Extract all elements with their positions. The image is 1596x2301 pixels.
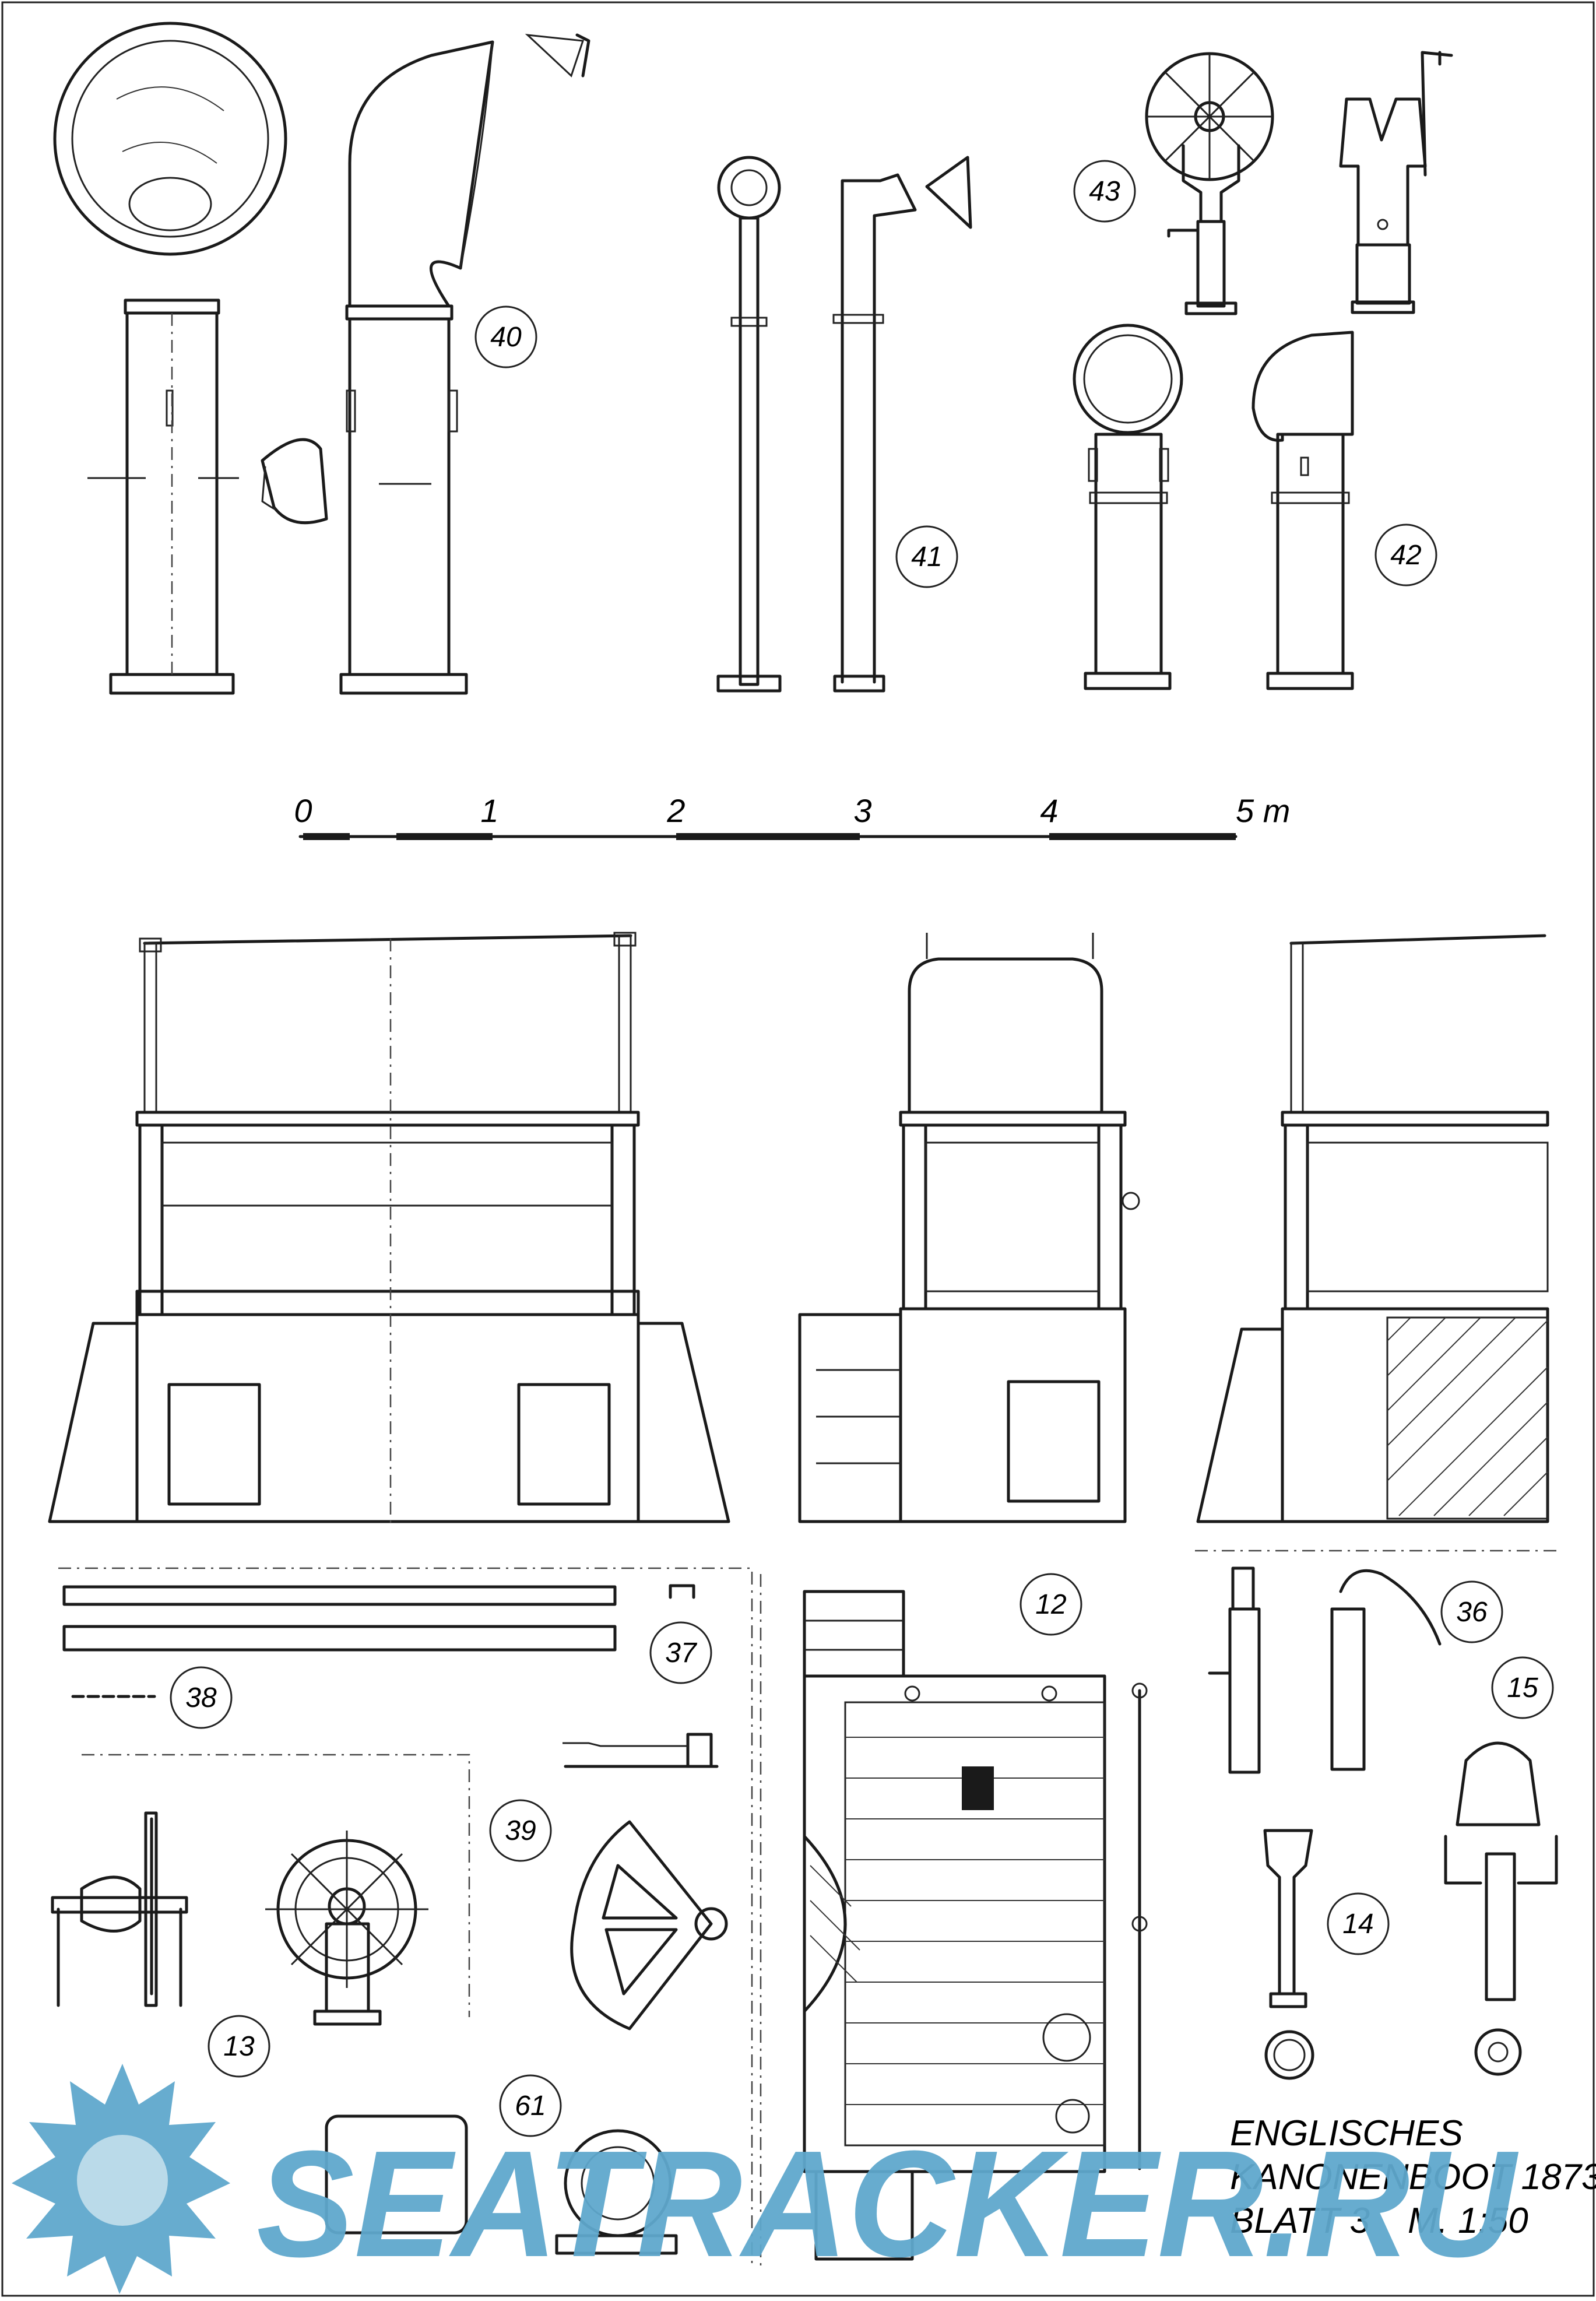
watermark-text: SEATRACKER.RU bbox=[256, 2120, 1520, 2289]
watermark: SEATRACKER.RU bbox=[12, 2064, 1520, 2294]
part-circle-37 bbox=[649, 1621, 712, 1684]
title-line-3-scale: M. 1:50 bbox=[1408, 2201, 1528, 2241]
ventilator-40-side bbox=[339, 33, 590, 695]
bridge-deck-plan-12 bbox=[803, 1590, 1148, 2261]
ventilator-42 bbox=[1073, 324, 1354, 690]
part-number-61: 61 bbox=[515, 2091, 546, 2121]
part-number-41: 41 bbox=[911, 542, 942, 572]
bridge-front-elevation bbox=[48, 932, 730, 1527]
quadrant-39 bbox=[570, 1820, 728, 2030]
part-circle-61 bbox=[499, 2074, 562, 2137]
title-line-2: KANONENBOOT 1873 bbox=[1230, 2157, 1596, 2197]
scale-bar: 0 1 2 3 4 5 m bbox=[294, 792, 1290, 840]
part-circle-15 bbox=[1491, 1656, 1554, 1719]
part-circle-13 bbox=[208, 2015, 270, 2078]
part-number-13: 13 bbox=[223, 2031, 255, 2062]
compass-stand-14 bbox=[1263, 1829, 1314, 2080]
bridge-side-elevation bbox=[798, 933, 1140, 1523]
part-number-42: 42 bbox=[1390, 540, 1421, 571]
part-circle-41 bbox=[895, 525, 958, 588]
part-circle-12 bbox=[1020, 1573, 1082, 1636]
steering-wheel bbox=[265, 1831, 428, 2026]
part-circle-43 bbox=[1073, 160, 1136, 223]
part-number-15: 15 bbox=[1507, 1673, 1538, 1703]
scale-tick-1: 1 bbox=[480, 792, 498, 829]
lever-detail bbox=[563, 1733, 719, 1768]
part-circle-40 bbox=[474, 305, 537, 368]
part-circle-38 bbox=[170, 1666, 233, 1729]
part-number-40: 40 bbox=[490, 322, 522, 353]
ventilator-40-front bbox=[53, 22, 287, 695]
part-number-39: 39 bbox=[505, 1815, 536, 1846]
panel-frames bbox=[58, 1550, 1562, 2268]
ventilator-41 bbox=[716, 156, 972, 693]
part-circle-36 bbox=[1440, 1580, 1503, 1643]
part-circle-39 bbox=[489, 1799, 552, 1862]
scale-tick-5: 5 m bbox=[1236, 792, 1290, 829]
title-line-1: ENGLISCHES bbox=[1230, 2113, 1463, 2154]
part-number-37: 37 bbox=[665, 1638, 698, 1668]
part-circle-14 bbox=[1327, 1892, 1390, 1955]
binnacle-15 bbox=[1444, 1741, 1558, 2076]
scale-tick-4: 4 bbox=[1040, 792, 1058, 829]
scale-tick-3: 3 bbox=[853, 792, 871, 829]
capstan-61 bbox=[325, 2114, 678, 2255]
part-number-12: 12 bbox=[1035, 1589, 1066, 1620]
winch-13 bbox=[51, 1811, 188, 2007]
part-number-36: 36 bbox=[1456, 1597, 1488, 1628]
pumps-36 bbox=[1208, 1566, 1442, 1774]
scale-tick-0: 0 bbox=[294, 792, 312, 829]
cowl-detail-40 bbox=[261, 438, 328, 525]
part-number-14: 14 bbox=[1342, 1909, 1373, 1940]
part-number-38: 38 bbox=[185, 1682, 217, 1713]
rails-37 bbox=[62, 1584, 695, 1652]
part-circle-42 bbox=[1374, 524, 1437, 586]
part-number-43: 43 bbox=[1089, 176, 1120, 207]
bridge-section-elevation bbox=[1196, 934, 1549, 1523]
title-line-3-sheet: BLATT 3 bbox=[1230, 2201, 1370, 2241]
scale-tick-2: 2 bbox=[666, 792, 685, 829]
pump-wheel-43 bbox=[1145, 51, 1453, 315]
title-block: ENGLISCHES KANONENBOOT 1873 BLATT 3 M. 1… bbox=[1230, 2113, 1596, 2241]
